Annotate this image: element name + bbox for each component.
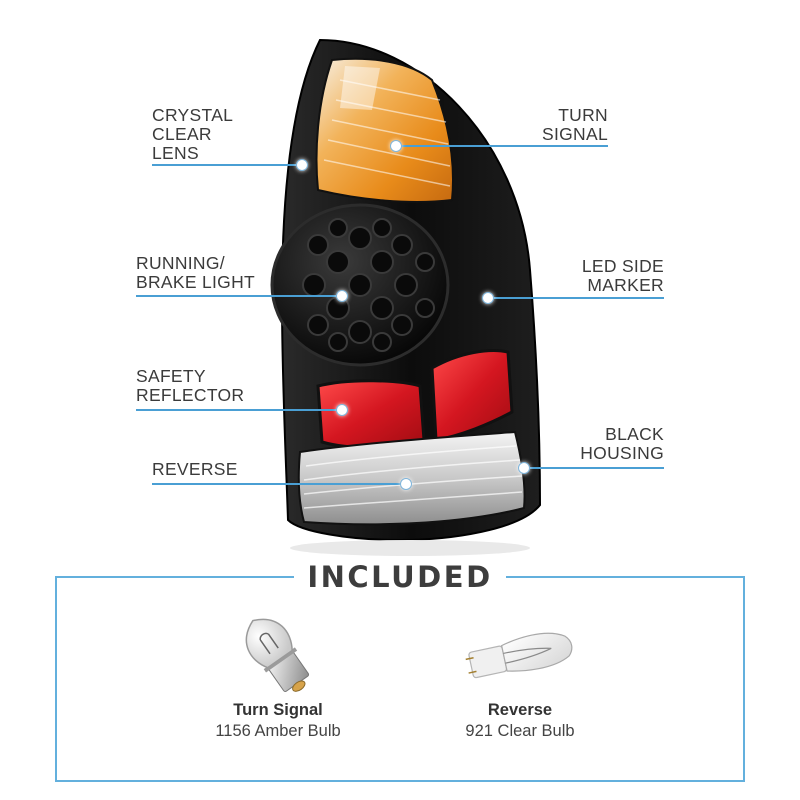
label-running-brake-light: RUNNING/ BRAKE LIGHT [136,253,256,292]
running-brake-light-dot [336,290,348,302]
crystal-clear-lens-dot [296,159,308,171]
reverse-lens [297,430,526,526]
black-housing-line [526,467,664,469]
bulb-1156-image [245,618,310,692]
bulb-name-turn-signal: Turn Signal [233,701,323,719]
turn-signal-line [400,145,608,147]
reverse-line [152,483,408,485]
led-side-marker-line [490,297,664,299]
safety-reflector-line [136,409,342,411]
reverse-dot [400,478,412,490]
included-box [55,576,745,782]
label-reverse: REVERSE [152,459,238,479]
bulb-label-turn-signal: Turn Signal 1156 Amber Bulb [168,700,388,742]
label-black-housing: BLACK HOUSING [580,424,664,463]
bulb-label-reverse: Reverse 921 Clear Bulb [410,700,630,742]
bulb-desc-reverse: 921 Clear Bulb [465,722,575,740]
label-crystal-clear-lens: CRYSTAL CLEAR LENS [152,105,234,163]
safety-reflector-left [316,379,426,450]
label-led-side-marker: LED SIDE MARKER [581,256,664,295]
bulb-921-image [465,632,573,679]
led-side-marker-dot [482,292,494,304]
bulb-name-reverse: Reverse [487,701,553,719]
black-housing-dot [518,462,530,474]
label-safety-reflector: SAFETY REFLECTOR [136,366,245,405]
running-brake-light-line [136,295,342,297]
safety-reflector-dot [336,404,348,416]
bulb-desc-turn-signal: 1156 Amber Bulb [215,722,341,740]
turn-signal-dot [390,140,402,152]
crystal-clear-lens-line [152,164,300,166]
label-turn-signal: TURN SIGNAL [542,105,608,144]
included-title: INCLUDED [294,560,506,594]
